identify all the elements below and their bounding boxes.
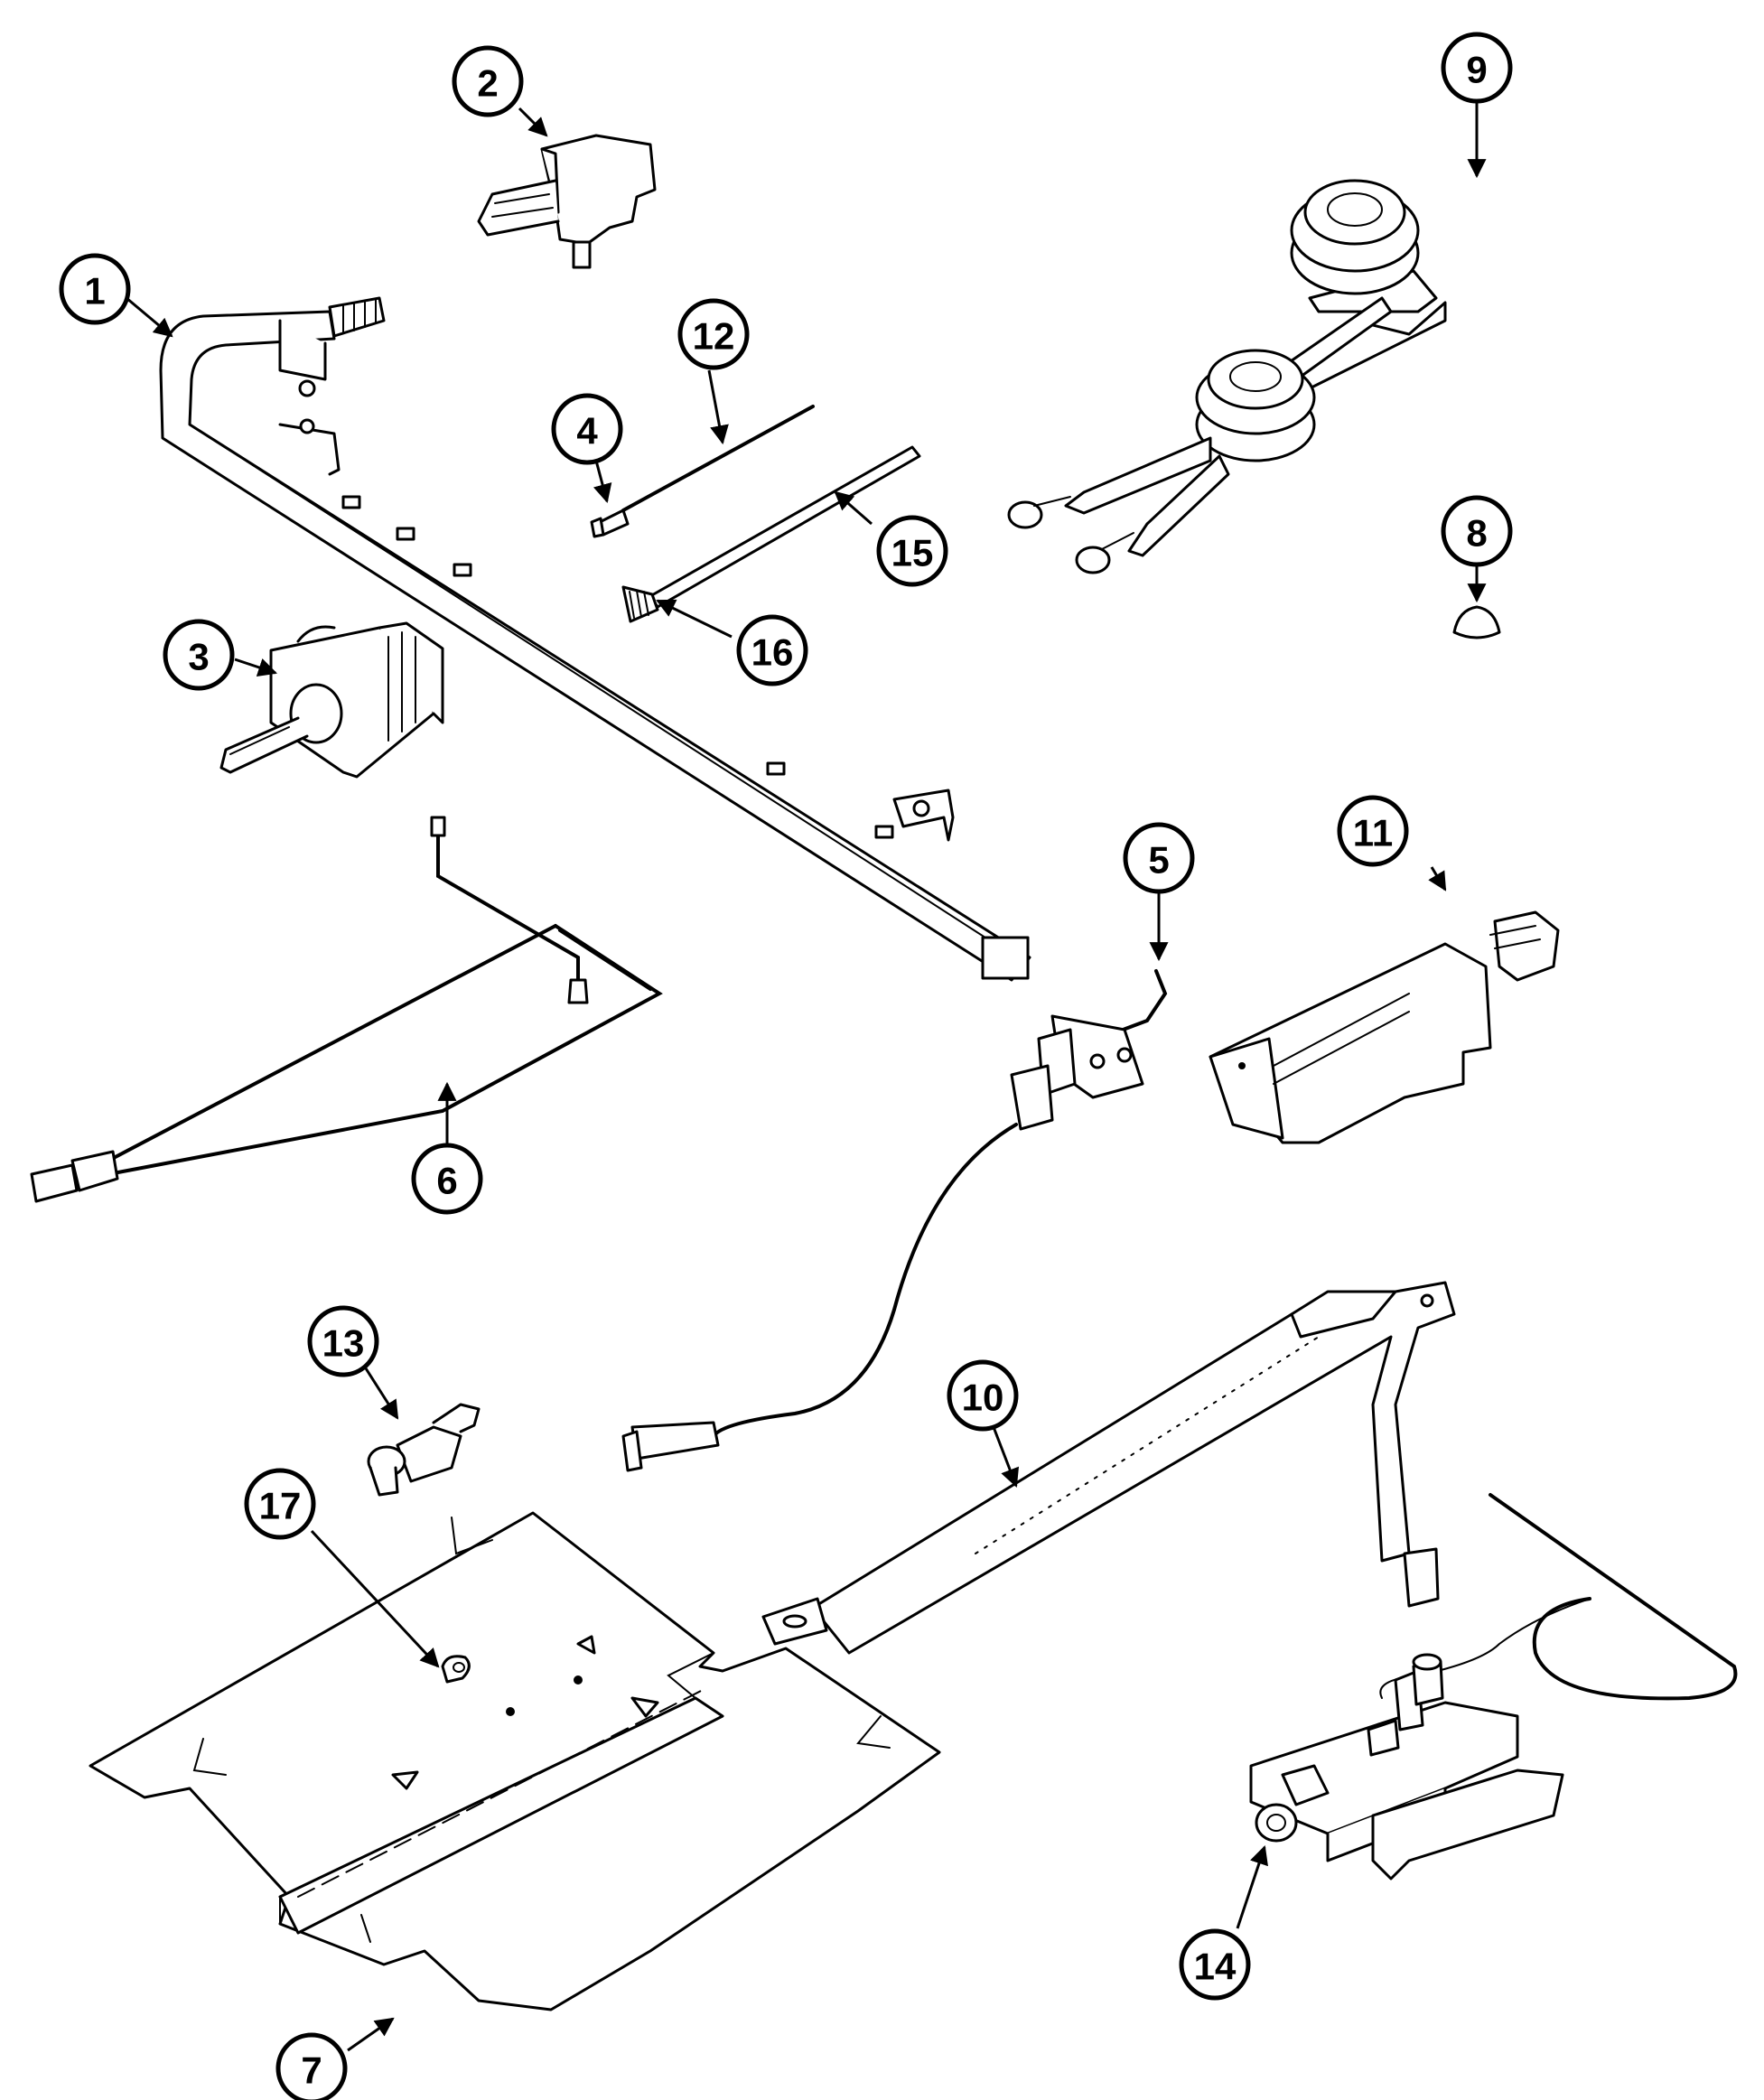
- callout-label: 17: [259, 1485, 302, 1527]
- callout-label: 2: [477, 62, 498, 105]
- callout-label: 8: [1466, 512, 1487, 555]
- callout-label: 7: [301, 2049, 322, 2092]
- callout-6: 6: [411, 1143, 483, 1215]
- igniter-part: [621, 969, 1168, 1472]
- orifice-fitting-part: [367, 1403, 481, 1497]
- tube-assembly-part: [30, 816, 663, 1203]
- callout-10: 10: [947, 1359, 1019, 1432]
- callout-label: 3: [188, 636, 209, 678]
- callout-3: 3: [163, 619, 235, 691]
- leader-lines: [126, 99, 1487, 2052]
- callout-7: 7: [275, 2032, 348, 2100]
- callout-label: 15: [891, 532, 934, 574]
- callout-12: 12: [677, 298, 750, 370]
- oven-valve-part: [1249, 1493, 1738, 1881]
- callout-2: 2: [452, 45, 524, 117]
- callout-label: 12: [693, 315, 735, 358]
- callout-9: 9: [1441, 32, 1513, 104]
- callout-label: 16: [751, 631, 794, 674]
- callout-label: 6: [436, 1160, 457, 1202]
- control-part: [219, 621, 444, 779]
- manifold-pipe-part: [159, 296, 1031, 982]
- callout-label: 13: [322, 1322, 365, 1365]
- pilot-tube-part: [590, 405, 815, 538]
- callout-label: 4: [576, 410, 598, 453]
- callout-label: 10: [962, 1377, 1004, 1419]
- callout-label: 11: [1353, 812, 1393, 854]
- callout-5: 5: [1123, 822, 1195, 894]
- callout-13: 13: [307, 1305, 379, 1377]
- shield-part: [89, 1511, 941, 2011]
- callout-1: 1: [59, 253, 131, 325]
- callout-label: 14: [1194, 1946, 1237, 1988]
- callout-label: 1: [84, 270, 105, 313]
- callout-17: 17: [244, 1468, 316, 1540]
- callout-11: 11: [1337, 795, 1409, 867]
- cap-part: [1452, 605, 1501, 639]
- surface-burner-part: [1007, 179, 1447, 574]
- bracket-part: [1209, 910, 1560, 1144]
- valve-part: [477, 134, 657, 269]
- callout-16: 16: [736, 614, 808, 686]
- callout-label: 9: [1466, 49, 1487, 91]
- clip-part: [441, 1655, 471, 1684]
- callout-8: 8: [1441, 495, 1513, 567]
- burner-tube-part: [621, 445, 921, 623]
- callout-4: 4: [551, 393, 623, 465]
- callout-label: 5: [1148, 839, 1169, 882]
- callout-15: 15: [876, 515, 948, 587]
- callout-14: 14: [1179, 1928, 1251, 2001]
- oven-burner-part: [761, 1281, 1456, 1655]
